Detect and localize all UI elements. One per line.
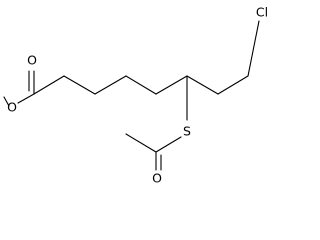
chemical-structure-diagram: Cl O O S O [3, 5, 268, 186]
bond-c8-cl [247, 20, 260, 77]
chlorine-label: Cl [256, 5, 268, 20]
bond-s-c [155, 136, 182, 153]
bond-c3-c4 [94, 75, 127, 95]
bond-c1-c2 [33, 75, 65, 95]
ester-ether-oxygen-label: O [7, 100, 17, 115]
bond-c2-c3 [63, 75, 96, 95]
bond-c7-c8 [217, 75, 249, 95]
bond-c5-c6 [155, 75, 188, 95]
ester-carbonyl-oxygen-label: O [27, 53, 37, 68]
bond-c-methyl [125, 133, 157, 153]
sulfur-label: S [183, 124, 191, 139]
bond-c6-c7 [186, 75, 219, 95]
bond-methyl-o [3, 96, 10, 107]
thioester-carbonyl-oxygen-label: O [152, 171, 162, 186]
bond-ether-o-carbonyl-c [17, 93, 35, 104]
bond-c4-c5 [125, 75, 157, 95]
